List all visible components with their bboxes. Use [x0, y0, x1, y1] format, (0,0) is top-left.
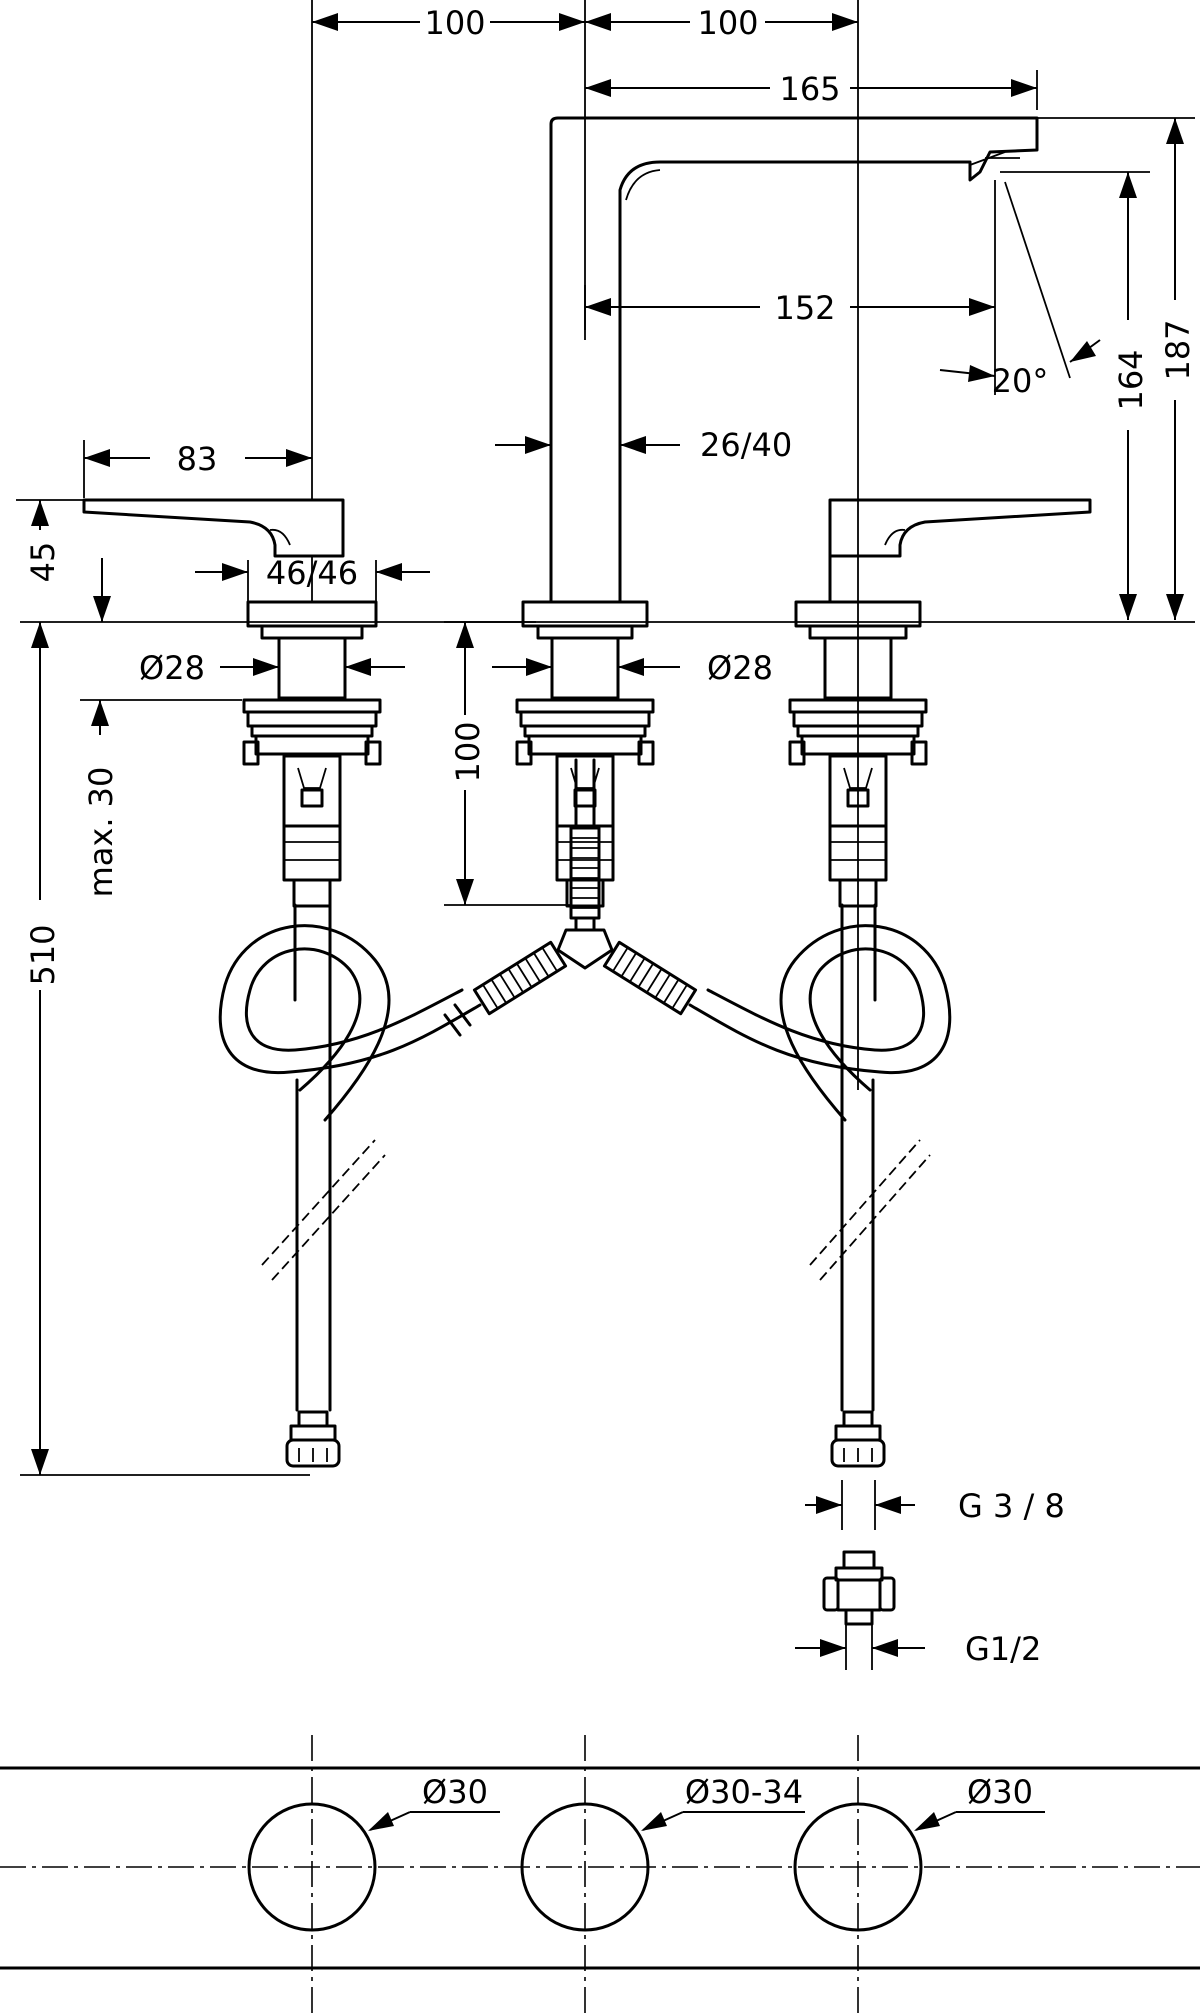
hose-fitting-left: [472, 940, 568, 1016]
dim-outlet-152: 152: [584, 285, 995, 330]
dim-handle-83: 83: [83, 440, 312, 498]
svg-text:46/46: 46/46: [266, 554, 358, 592]
dim-total-height-187: 187: [1037, 117, 1197, 620]
dim-shank-100: 100: [444, 621, 570, 906]
dim-spout-reach-165: 165: [585, 70, 1038, 110]
dim-thread-g12: G1/2: [795, 1620, 1041, 1670]
svg-text:165: 165: [779, 70, 840, 108]
left-hose: [218, 903, 482, 1468]
spray-edge: [1004, 181, 1071, 379]
hose-fitting-right: [602, 940, 698, 1016]
dim-outlet-height-164: 164: [1000, 171, 1150, 620]
hole-right: [793, 1802, 923, 1932]
svg-text:Ø30: Ø30: [967, 1773, 1033, 1811]
svg-text:26/40: 26/40: [700, 426, 792, 464]
svg-text:164: 164: [1112, 349, 1150, 410]
svg-text:100: 100: [697, 4, 758, 42]
break-mark-right: [809, 1139, 931, 1281]
label-hole-left: Ø30: [368, 1773, 500, 1831]
right-handle: [794, 498, 1092, 640]
svg-text:152: 152: [774, 289, 835, 327]
dim-max-thickness: max. 30: [80, 699, 242, 898]
dim-top-100-left: 100: [312, 4, 585, 42]
svg-text:45: 45: [24, 542, 62, 583]
left-handle: [82, 498, 378, 640]
svg-text:20°: 20°: [992, 362, 1049, 400]
hole-left: [247, 1802, 377, 1932]
svg-text:max. 30: max. 30: [82, 767, 120, 898]
svg-text:Ø30-34: Ø30-34: [685, 1773, 803, 1811]
svg-text:Ø30: Ø30: [422, 1773, 488, 1811]
dim-handle-base: 46/46: [195, 554, 430, 602]
center-stem: [556, 758, 614, 970]
center-valve-body: [515, 636, 655, 908]
adapter-fitting: [822, 1550, 896, 1626]
dim-spout-width: 26/40: [495, 426, 792, 464]
label-hole-right: Ø30: [914, 1773, 1045, 1831]
dim-top-100-right: 100: [585, 4, 858, 42]
dim-thread-g38: G 3 / 8: [805, 1480, 1065, 1530]
spout: [521, 116, 1039, 640]
dim-handle-45: 45: [16, 499, 111, 648]
dim-shank-center: Ø28: [492, 649, 773, 687]
break-mark-left: [261, 1139, 386, 1281]
dim-spray-angle: 20°: [939, 339, 1101, 400]
dim-shank-left: Ø28: [139, 649, 405, 687]
svg-text:100: 100: [424, 4, 485, 42]
svg-text:83: 83: [177, 440, 218, 478]
svg-text:Ø28: Ø28: [707, 649, 773, 687]
svg-text:G1/2: G1/2: [965, 1630, 1041, 1668]
svg-text:Ø28: Ø28: [139, 649, 205, 687]
right-hose: [688, 903, 952, 1468]
svg-text:G 3 / 8: G 3 / 8: [958, 1487, 1065, 1525]
svg-text:510: 510: [24, 924, 62, 985]
label-hole-center: Ø30-34: [641, 1773, 805, 1831]
left-valve-body: [242, 636, 382, 908]
svg-text:187: 187: [1159, 319, 1197, 380]
svg-text:100: 100: [449, 721, 487, 782]
hole-center: [520, 1802, 650, 1932]
dim-hose-510: 510: [20, 622, 310, 1476]
